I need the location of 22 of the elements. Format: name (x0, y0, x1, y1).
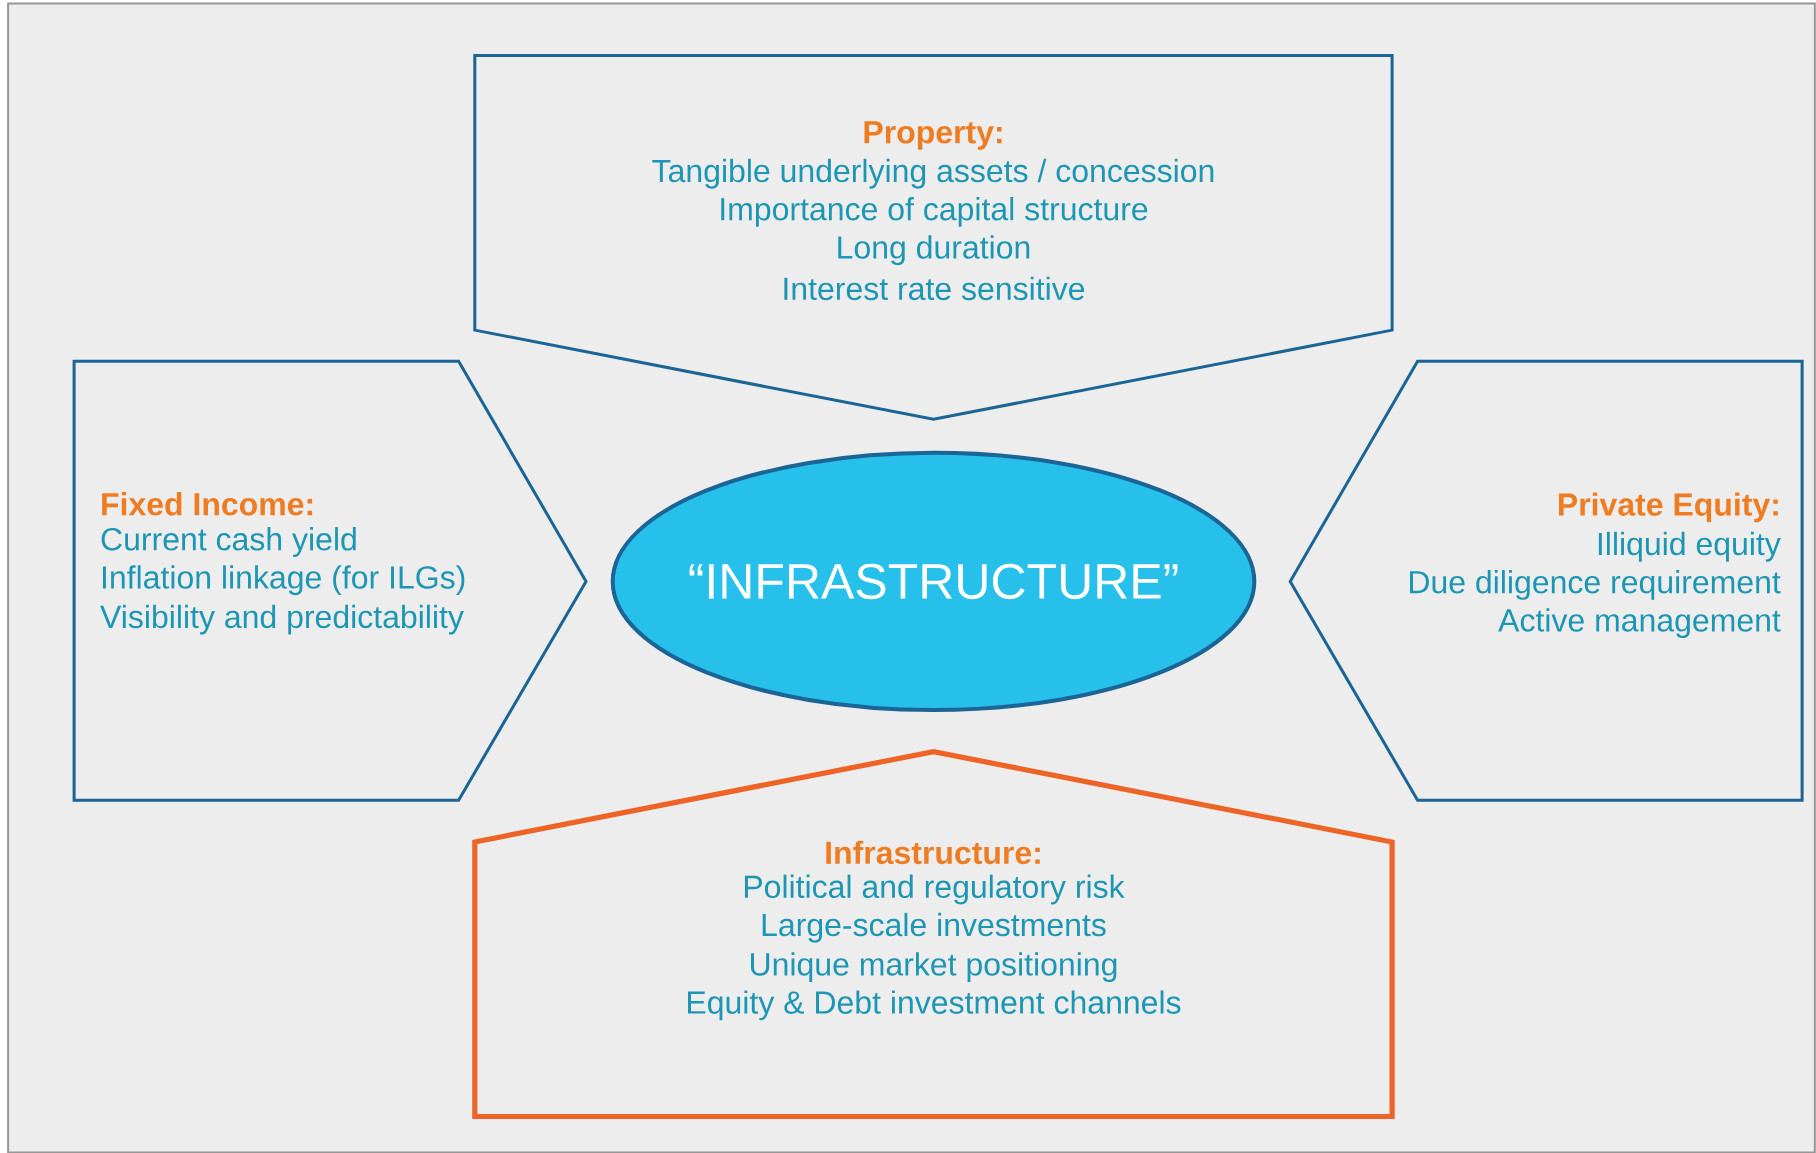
list-item: Illiquid equity (1598, 531, 1781, 562)
pentagon-box (472, 748, 1395, 1120)
pentagon-box (473, 54, 1394, 421)
list-item: Active management (1498, 608, 1781, 639)
heading-text: Property: (864, 121, 1002, 150)
list-item: Importance of capital structure (721, 197, 1148, 227)
list-item: Visibility and predictability (100, 604, 464, 635)
list-item: Tangible underlying assets / concession (652, 158, 1214, 189)
heading-text: Infrastructure: (826, 840, 1040, 865)
list-item: Equity & Debt investment channels (688, 990, 1181, 1021)
list-item: Long duration (838, 235, 1030, 266)
list-item: Current cash yield (101, 527, 356, 557)
heading-text: Private Equity: (1559, 492, 1778, 523)
pentagon-box (72, 359, 588, 802)
heading-text: Fixed Income: (102, 492, 313, 516)
list-item: Inflation linkage (for ILGs) (102, 565, 465, 596)
list-item: Due diligence requirement (1410, 570, 1781, 600)
list-item: Political and regulatory risk (744, 874, 1125, 905)
list-item: Interest rate sensitive (784, 276, 1085, 301)
list-item: Unique market positioning (751, 952, 1117, 983)
pentagon-box (1288, 359, 1804, 802)
list-item: Large-scale investments (762, 912, 1106, 943)
